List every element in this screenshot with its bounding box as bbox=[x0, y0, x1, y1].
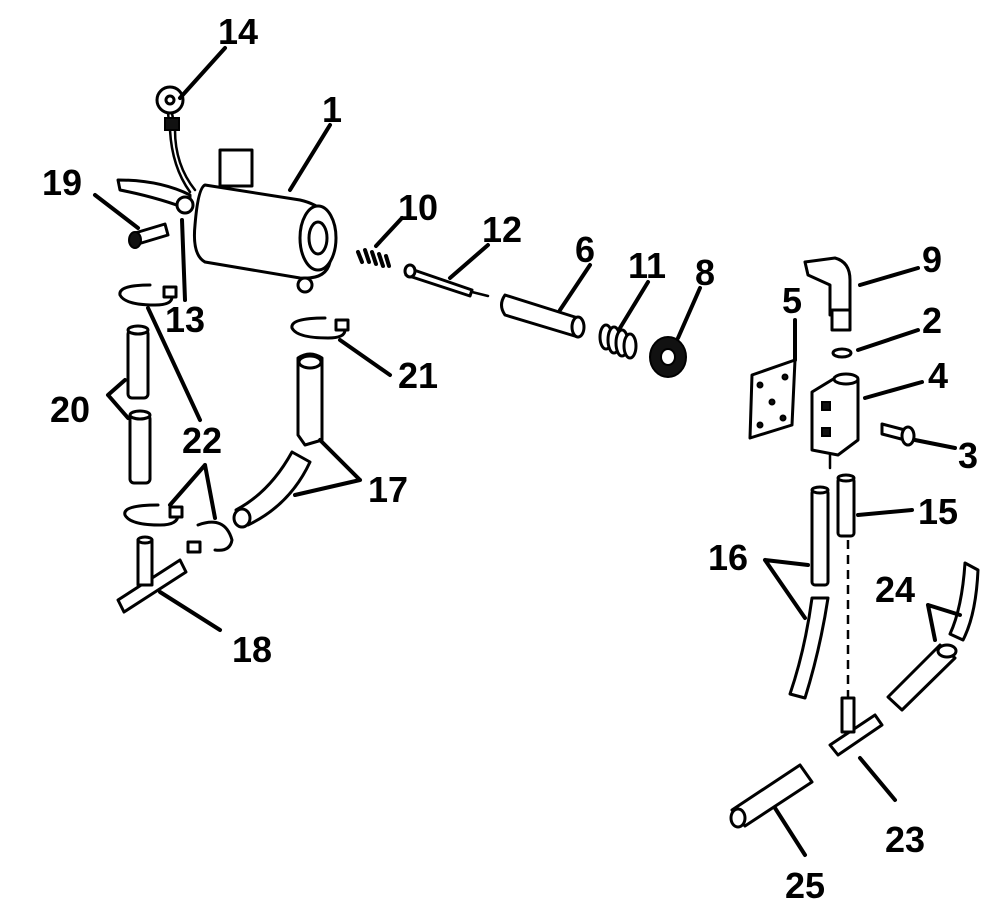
part-1-solenoid bbox=[193, 148, 338, 294]
label-18: 18 bbox=[232, 629, 272, 670]
label-17: 17 bbox=[368, 469, 408, 510]
label-15: 15 bbox=[918, 491, 958, 532]
label-13: 13 bbox=[165, 299, 205, 340]
label-21: 21 bbox=[398, 355, 438, 396]
part-2-o-ring bbox=[831, 347, 853, 359]
label-19: 19 bbox=[42, 162, 82, 203]
part-labels: 14 1 19 13 10 12 6 11 8 9 5 2 4 3 15 16 … bbox=[42, 11, 978, 906]
leader-lines bbox=[93, 46, 962, 857]
part-12-pin bbox=[403, 263, 490, 298]
part-14-ground-wire bbox=[155, 85, 197, 194]
part-5-gasket bbox=[748, 358, 797, 440]
label-10: 10 bbox=[398, 187, 438, 228]
label-22: 22 bbox=[182, 420, 222, 461]
label-20: 20 bbox=[50, 389, 90, 430]
label-4: 4 bbox=[928, 355, 948, 396]
part-22-clamp-top bbox=[118, 283, 178, 307]
part-21-clamp bbox=[290, 316, 350, 340]
part-9-elbow bbox=[803, 256, 852, 332]
label-5: 5 bbox=[782, 280, 802, 321]
part-10-spring bbox=[356, 248, 391, 268]
part-18-tee bbox=[116, 535, 188, 614]
part-15-hose bbox=[836, 473, 856, 538]
part-17-hoses bbox=[232, 352, 324, 529]
label-24: 24 bbox=[875, 569, 915, 610]
part-19-screw bbox=[128, 222, 170, 249]
part-22-clamp-ring bbox=[186, 520, 234, 554]
part-8-nut bbox=[649, 336, 687, 378]
part-25-hose bbox=[729, 763, 814, 829]
part-11-spring bbox=[598, 323, 638, 360]
label-12: 12 bbox=[482, 209, 522, 250]
label-16: 16 bbox=[708, 537, 748, 578]
label-14: 14 bbox=[218, 11, 258, 52]
part-6-plunger bbox=[500, 293, 586, 339]
label-9: 9 bbox=[922, 239, 942, 280]
part-24-hoses bbox=[886, 561, 980, 712]
part-4-valve-body bbox=[810, 372, 860, 470]
part-22-clamp-bottom bbox=[123, 503, 184, 527]
label-1: 1 bbox=[322, 89, 342, 130]
part-3-screw bbox=[880, 422, 916, 447]
label-8: 8 bbox=[695, 252, 715, 293]
label-2: 2 bbox=[922, 300, 942, 341]
label-3: 3 bbox=[958, 435, 978, 476]
part-20-hoses bbox=[126, 324, 152, 485]
label-23: 23 bbox=[885, 819, 925, 860]
part-16-hoses bbox=[788, 485, 830, 700]
part-23-tee bbox=[828, 696, 884, 757]
label-25: 25 bbox=[785, 865, 825, 906]
label-6: 6 bbox=[575, 229, 595, 270]
part-13-terminal bbox=[116, 178, 195, 215]
label-11: 11 bbox=[628, 245, 666, 286]
